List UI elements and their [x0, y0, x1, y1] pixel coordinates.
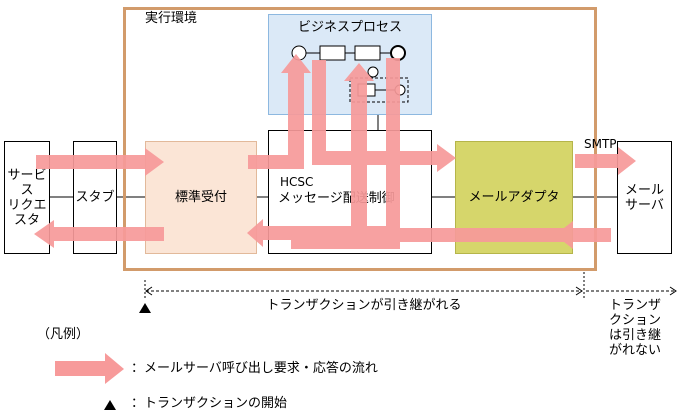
- legend-triangle-icon: [104, 400, 116, 410]
- legend-triangle-description: ：トランザクションの開始: [131, 396, 288, 411]
- flow-arrow: [34, 220, 164, 248]
- business-process-label: ビジネスプロセス: [297, 20, 402, 35]
- flow-arrow: [344, 63, 577, 242]
- transaction-start-icon: [139, 303, 151, 313]
- flow-arrow: [36, 148, 164, 176]
- scope-dashed-icon: [349, 77, 409, 103]
- legend-arrow-description: ：メールサーバ呼び出し要求・応答の流れ: [131, 361, 378, 376]
- execution-environment-frame: [123, 7, 597, 271]
- flow-arrow: [248, 54, 311, 169]
- flow-arrow: [312, 60, 456, 172]
- flow-arrow: [247, 58, 400, 249]
- smtp-label: SMTP: [584, 137, 617, 151]
- execution-environment-title: 実行環境: [145, 11, 198, 26]
- transaction-not-continued-label: トランザ クション は引き継 がれない: [608, 298, 661, 358]
- intermediate-event-icon: [367, 66, 379, 78]
- legend-title: （凡例）: [37, 327, 90, 342]
- flow-arrow: [575, 147, 636, 175]
- transaction-continued-label: トランザクションが引き継がれる: [266, 298, 462, 313]
- hcsc-label: HCSC: [280, 175, 314, 189]
